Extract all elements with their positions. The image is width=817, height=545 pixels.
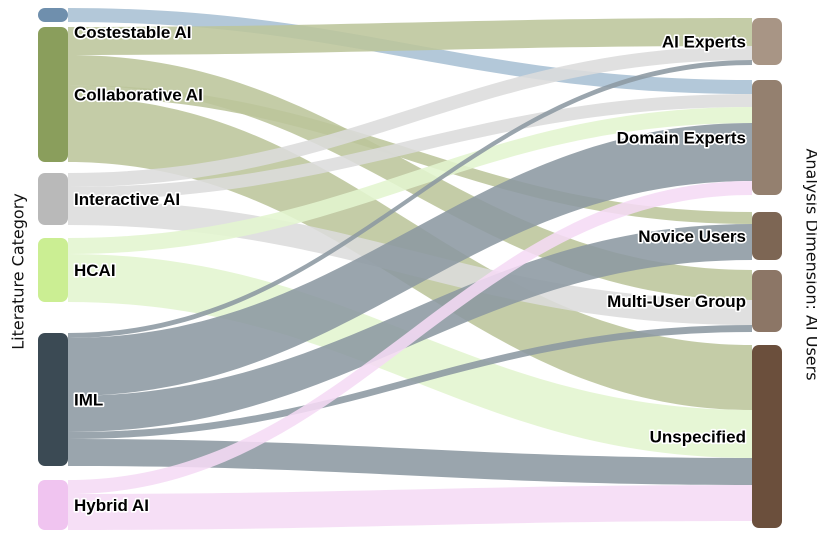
sankey-link[interactable]: [68, 325, 752, 439]
sankey-link[interactable]: [68, 85, 752, 224]
sankey-link[interactable]: [68, 94, 752, 200]
right-axis-label: Analysis Dimension: AI Users: [802, 148, 817, 381]
sankey-node-label-hybrid-ai: Hybrid AI: [74, 496, 149, 515]
sankey-link[interactable]: [68, 123, 752, 396]
sankey-node-label-costestable-ai: Costestable AI: [74, 23, 191, 42]
sankey-node-label-hcai: HCAI: [74, 261, 116, 280]
sankey-node-left-interactive-ai[interactable]: [38, 173, 68, 225]
sankey-node-left-costestable-ai[interactable]: [38, 8, 68, 22]
sankey-link[interactable]: [68, 60, 752, 338]
sankey-node-label-domain-experts: Domain Experts: [617, 129, 746, 148]
sankey-link[interactable]: [68, 224, 752, 432]
sankey-node-labels: Costestable AI Collaborative AI Interactiv…: [72, 21, 747, 516]
sankey-node-label-multi-user-group: Multi-User Group: [607, 292, 746, 311]
sankey-node-left-hcai[interactable]: [38, 238, 68, 302]
sankey-node-right-unspecified[interactable]: [752, 345, 782, 528]
sankey-node-right-domain-experts[interactable]: [752, 80, 782, 195]
sankey-links: [68, 8, 752, 530]
sankey-node-right-ai-experts[interactable]: [752, 18, 782, 65]
sankey-node-left-collaborative-ai[interactable]: [38, 27, 68, 162]
sankey-node-left-hybrid-ai[interactable]: [38, 480, 68, 530]
sankey-node-label-iml: IML: [74, 391, 103, 410]
sankey-node-label-novice-users: Novice Users: [638, 227, 746, 246]
sankey-link[interactable]: [68, 107, 752, 254]
sankey-node-right-multi-user-group[interactable]: [752, 270, 782, 332]
sankey-link[interactable]: [68, 18, 752, 55]
sankey-node-label-collaborative-ai: Collaborative AI: [74, 86, 203, 105]
sankey-node-label-interactive-ai: Interactive AI: [74, 190, 180, 209]
left-axis-label: Literature Category: [8, 193, 28, 350]
sankey-node-label-ai-experts: AI Experts: [662, 33, 746, 52]
sankey-link[interactable]: [68, 181, 752, 494]
sankey-link[interactable]: [68, 254, 752, 458]
sankey-node-right-novice-users[interactable]: [752, 212, 782, 260]
sankey-node-label-unspecified: Unspecified: [650, 428, 746, 447]
sankey-nodes: [38, 8, 782, 530]
sankey-node-left-iml[interactable]: [38, 333, 68, 466]
sankey-link[interactable]: [68, 485, 752, 530]
sankey-link[interactable]: [68, 46, 752, 187]
